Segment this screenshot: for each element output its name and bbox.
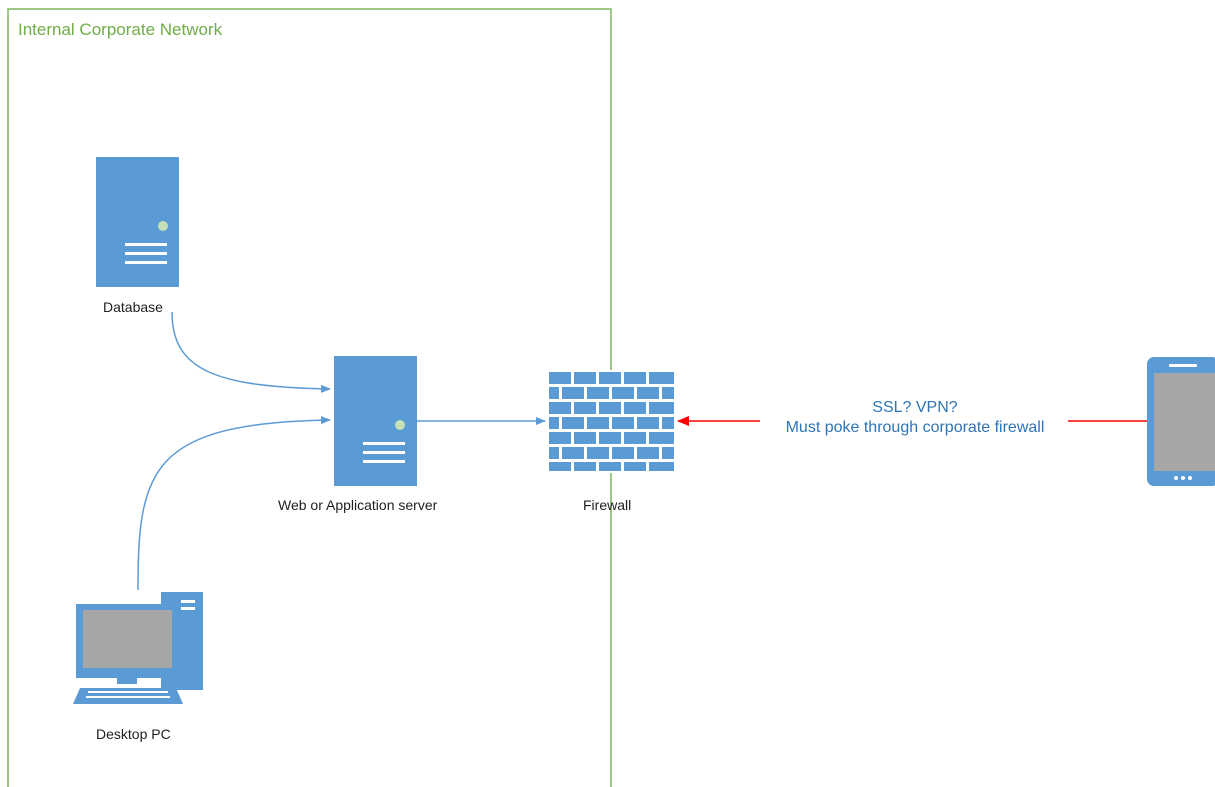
- application-server-icon: [334, 356, 417, 486]
- desktop-pc-label: Desktop PC: [96, 726, 171, 742]
- database-server-icon: [96, 157, 179, 287]
- desktop-pc-icon: [73, 592, 203, 704]
- connection-note-line2: Must poke through corporate firewall: [785, 419, 1045, 436]
- connection-note: SSL? VPN? Must poke through corporate fi…: [760, 398, 1070, 438]
- app-server-label: Web or Application server: [278, 497, 438, 513]
- mobile-phone-icon: [1147, 357, 1215, 486]
- firewall-label: Firewall: [583, 497, 632, 513]
- network-title: Internal Corporate Network: [18, 20, 223, 39]
- connector-desktop-to-app-server: [137, 416, 331, 591]
- database-label: Database: [103, 299, 163, 315]
- connector-database-to-app-server: [171, 311, 331, 393]
- connection-note-line1: SSL? VPN?: [872, 399, 958, 416]
- firewall-brick-icon: [547, 370, 676, 473]
